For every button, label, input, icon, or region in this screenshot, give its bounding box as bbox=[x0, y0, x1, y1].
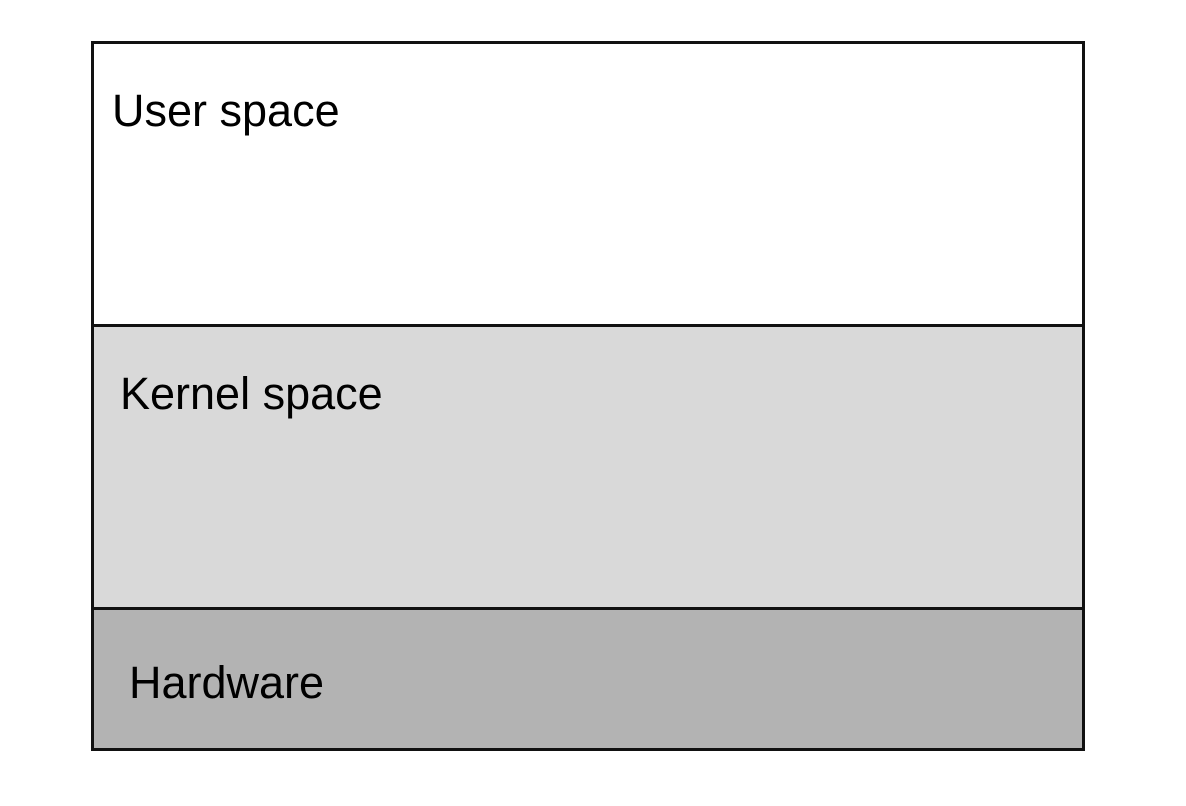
layer-stack-diagram: User space Kernel space Hardware bbox=[91, 41, 1085, 751]
hardware-label: Hardware bbox=[129, 657, 325, 708]
hardware-layer: Hardware bbox=[94, 610, 1082, 748]
kernel-space-label: Kernel space bbox=[120, 368, 383, 419]
kernel-space-layer: Kernel space bbox=[94, 327, 1082, 610]
user-space-label: User space bbox=[112, 85, 340, 136]
user-space-layer: User space bbox=[94, 44, 1082, 327]
